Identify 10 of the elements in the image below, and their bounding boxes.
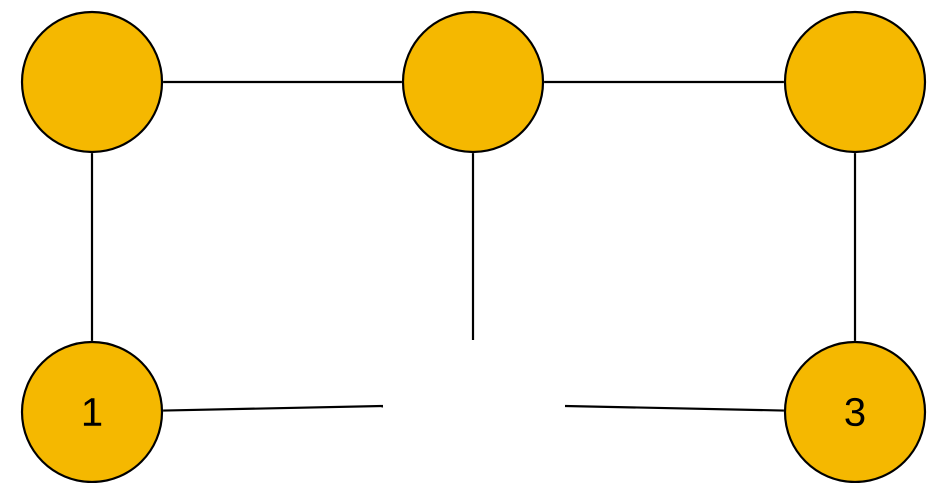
circle xyxy=(402,10,544,154)
connector-line xyxy=(90,153,94,341)
connector-line xyxy=(854,153,856,341)
connector-line xyxy=(472,153,474,340)
circle xyxy=(20,10,164,154)
connector-line xyxy=(163,404,384,412)
connector-line xyxy=(564,404,784,412)
connector-line xyxy=(163,80,402,84)
circle xyxy=(784,10,926,154)
connector-line xyxy=(544,80,784,84)
